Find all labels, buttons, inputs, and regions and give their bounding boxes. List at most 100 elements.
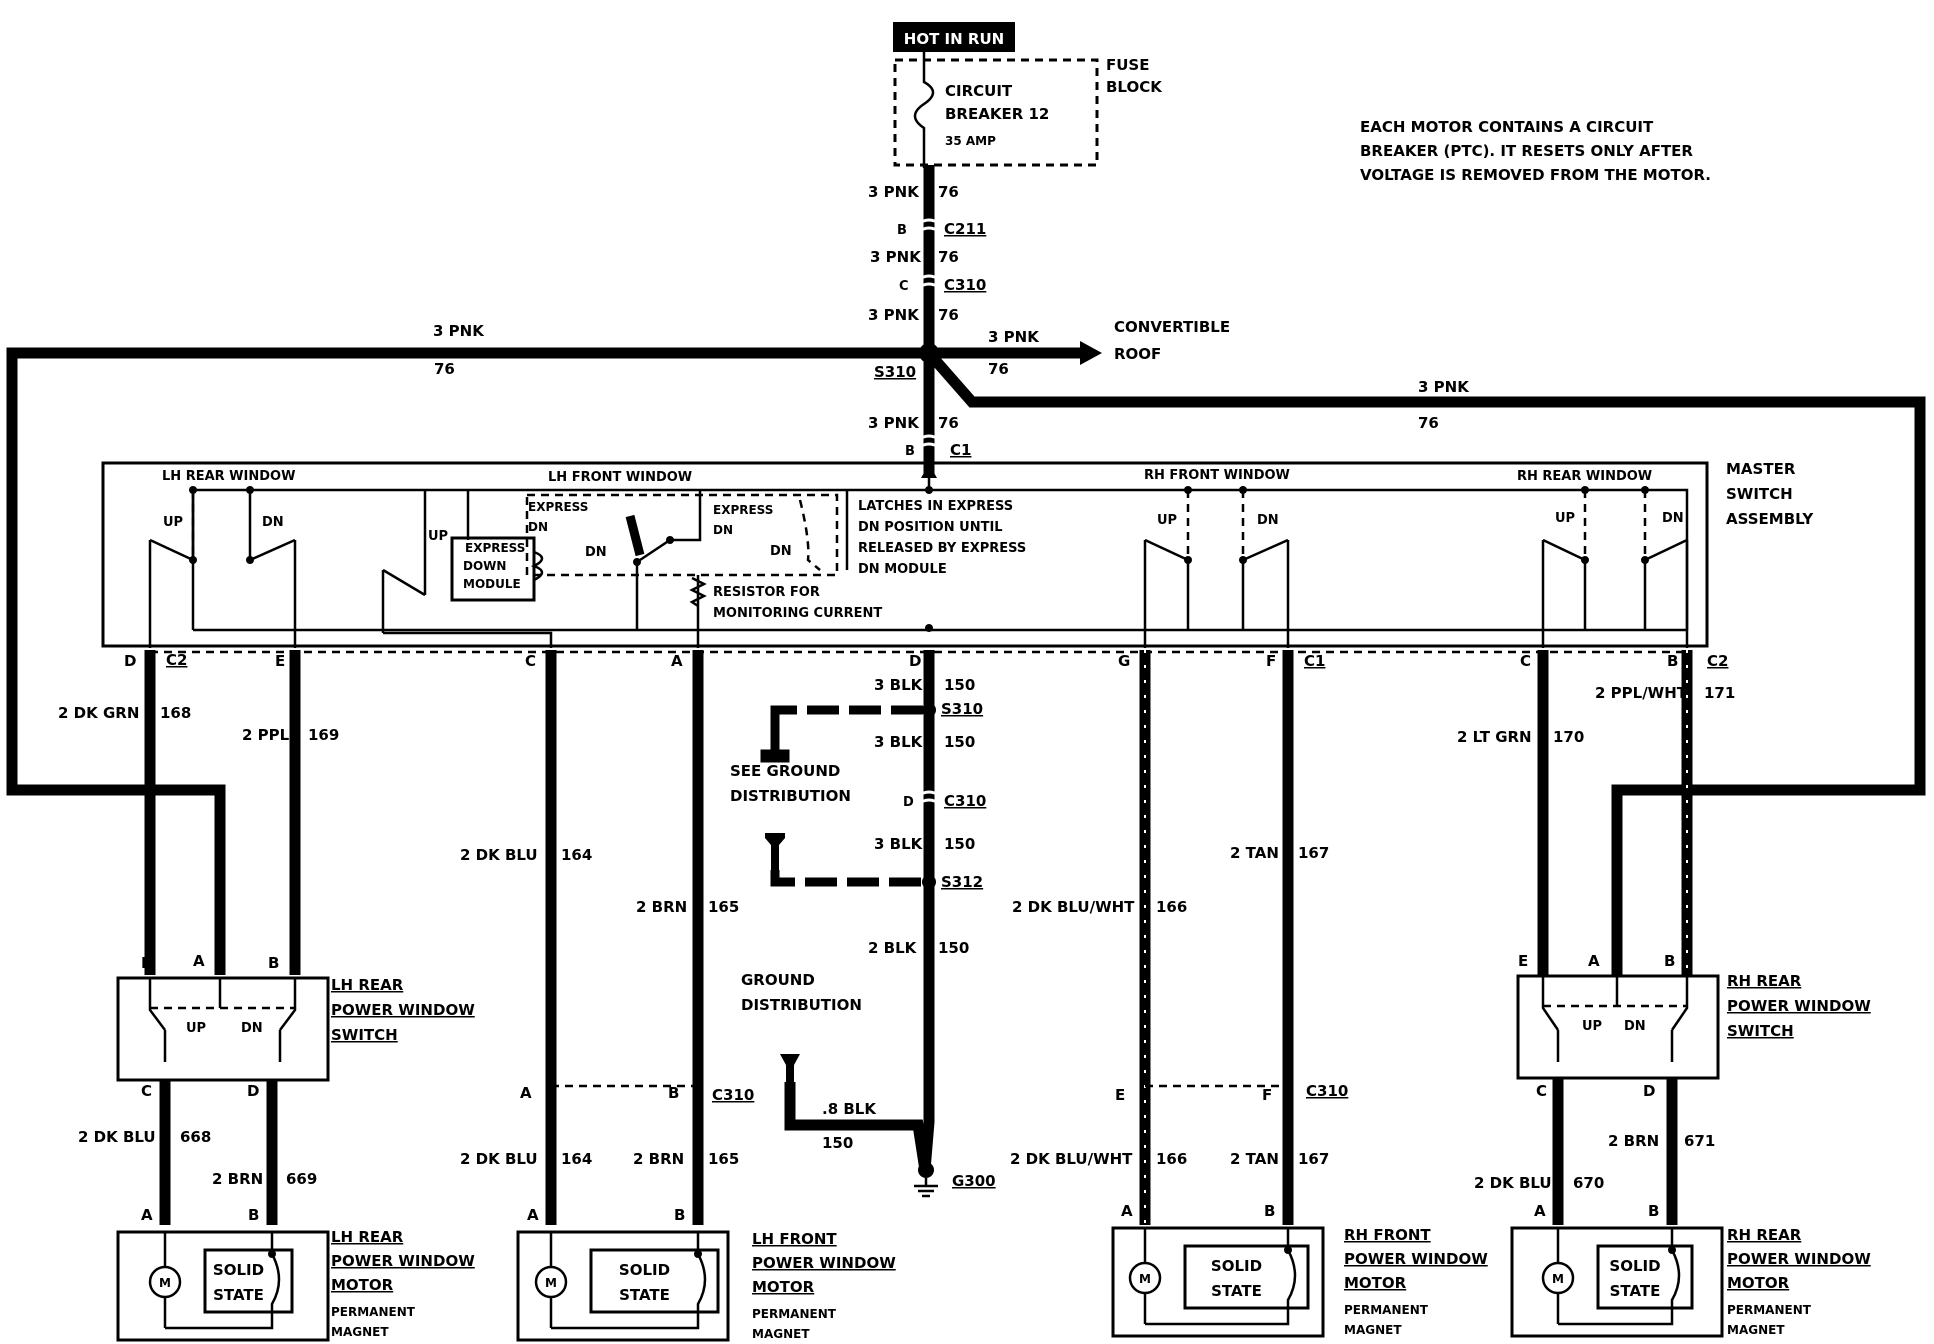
rh-rsw-pin-c: C xyxy=(1536,1082,1547,1100)
express-node-1 xyxy=(633,558,641,566)
gnd-node xyxy=(925,624,933,632)
section-rh-front: RH FRONT WINDOW xyxy=(1144,468,1290,483)
express-module-label-line2: DOWN xyxy=(463,559,506,573)
gnd-c310-mark xyxy=(917,790,941,806)
feed-circuit-label-1: 76 xyxy=(938,183,959,201)
express-label-2: EXPRESS xyxy=(713,503,773,517)
lh-rsw-contacts xyxy=(148,978,297,1062)
lh-rear-up: UP xyxy=(163,515,183,530)
wire-170-circuit: 170 xyxy=(1553,728,1584,746)
motor-label-rh-front-line1: RH FRONT xyxy=(1344,1226,1431,1244)
motor-label-rh-rear-line2: POWER WINDOW xyxy=(1727,1250,1871,1268)
master-switch-label-line2: SWITCH xyxy=(1726,485,1793,503)
connector-c310-feed: C C310 xyxy=(899,274,986,294)
lh-rsw-pin-c: C xyxy=(141,1082,152,1100)
wire-166-circuit: 166 xyxy=(1156,898,1187,916)
feed-circuit-label-3: 76 xyxy=(938,306,959,324)
motor-label-lh-front-line1: LH FRONT xyxy=(752,1230,837,1248)
rh-rsw-dn: DN xyxy=(1624,1019,1646,1034)
ptc-note-line3: VOLTAGE IS REMOVED FROM THE MOTOR. xyxy=(1360,166,1711,184)
gnd-s310-label: S310 xyxy=(941,700,983,718)
wire-164-circuit: 164 xyxy=(561,846,592,864)
convertible-label-line2: ROOF xyxy=(1114,345,1161,363)
hot-in-run-tag xyxy=(893,22,1015,52)
rh-rear-up: UP xyxy=(1555,511,1575,526)
circuit-breaker-symbol xyxy=(913,52,935,168)
gnd-arrow-low xyxy=(780,1054,800,1082)
lh-branch-circuit-label: 76 xyxy=(434,360,455,378)
pin-164: C xyxy=(525,652,536,670)
rh-rear-motor-m: M xyxy=(1552,1272,1564,1286)
express-label-1: EXPRESS xyxy=(528,500,588,514)
feed-wire-label-4: 3 PNK xyxy=(868,414,920,432)
rh-branch-circuit-label: 76 xyxy=(1418,414,1439,432)
lh-rear-feed-to-switch xyxy=(130,784,226,975)
bus-node xyxy=(925,486,933,494)
rh-rear-motor-box xyxy=(1510,1226,1724,1338)
rh-front-motor-pin-a: A xyxy=(1121,1202,1133,1220)
latch-note-line4: DN MODULE xyxy=(858,562,947,577)
rh-rear-ptc-node xyxy=(1668,1246,1676,1254)
feed-labels: 3 PNK 76 3 PNK 76 3 PNK 76 3 PNK 76 xyxy=(868,183,959,432)
ground-dist-label-line1: GROUND xyxy=(741,971,815,989)
gnd-2blk-label: 2 BLK xyxy=(868,939,918,957)
gnd-wire-label-2: 3 BLK xyxy=(874,733,924,751)
latch-note-line2: DN POSITION UNTIL xyxy=(858,520,1003,535)
c1-right-label: C1 xyxy=(1304,652,1325,670)
rh-rear-feed-to-switch xyxy=(1611,784,1623,975)
see-ground-label-line1: SEE GROUND xyxy=(730,762,840,780)
master-switch-box xyxy=(101,461,1709,648)
wire-671-color: 2 BRN xyxy=(1608,1132,1659,1150)
magnet-lh-rear-line2: MAGNET xyxy=(331,1325,389,1339)
lh-rear-branch-wire xyxy=(6,347,929,796)
lh-front-up: UP xyxy=(428,529,448,544)
pin-150: D xyxy=(909,652,921,670)
magnet-lh-front-line2: MAGNET xyxy=(752,1327,810,1341)
wire-169-circuit: 169 xyxy=(308,726,339,744)
rh-front-ptc-node xyxy=(1284,1246,1292,1254)
c310-pin-b: B xyxy=(668,1084,679,1102)
breaker-label-line1: CIRCUIT xyxy=(945,82,1013,100)
motor-label-lh-rear-line2: POWER WINDOW xyxy=(331,1252,475,1270)
pin-166: G xyxy=(1118,652,1130,670)
rh-front-dn: DN xyxy=(1257,513,1279,528)
resistor-note-line1: RESISTOR FOR xyxy=(713,585,820,600)
rh-rsw-up: UP xyxy=(1582,1019,1602,1034)
lh-rsw-dn: DN xyxy=(241,1021,263,1036)
rh-rear-branch-wire xyxy=(924,349,1926,796)
pin-167: F xyxy=(1266,652,1276,670)
wire-166-color: 2 DK BLU/WHT xyxy=(1012,898,1135,916)
lh-front-solid-state-line1: SOLID xyxy=(619,1261,670,1279)
c2-right-label: C2 xyxy=(1707,652,1728,670)
lh-rear-motor-m: M xyxy=(159,1276,171,1290)
rh-rsw-pin-b: B xyxy=(1664,952,1675,970)
express-actuator xyxy=(625,514,645,557)
magnet-rh-front-line2: MAGNET xyxy=(1344,1323,1402,1337)
section-lh-front: LH FRONT WINDOW xyxy=(548,470,692,485)
fuse-block-label-line2: BLOCK xyxy=(1106,78,1163,96)
rh-rear-motor-pin-b: B xyxy=(1648,1202,1659,1220)
lh-rear-switch-label-line1: LH REAR xyxy=(331,976,404,994)
pin-168: D xyxy=(124,652,136,670)
fuse-block-box xyxy=(893,58,1099,167)
rh-rsw-pin-e: E xyxy=(1518,952,1528,970)
pin-165: A xyxy=(671,652,683,670)
rh-front-window-switch: UP DN xyxy=(1143,486,1290,648)
magnet-rh-rear-line1: PERMANENT xyxy=(1727,1303,1812,1317)
wire-164-color: 2 DK BLU xyxy=(460,846,538,864)
gnd-c310-label: C310 xyxy=(944,792,986,810)
lh-rsw-pin-d: D xyxy=(247,1082,259,1100)
gnd-2blk-circuit: 150 xyxy=(938,939,969,957)
lh-branch-wire-label: 3 PNK xyxy=(433,322,485,340)
gnd-circuit-label-2: 150 xyxy=(944,733,975,751)
wire-168-color: 2 DK GRN xyxy=(58,704,139,722)
rh-rear-switch-label-line1: RH REAR xyxy=(1727,972,1802,990)
